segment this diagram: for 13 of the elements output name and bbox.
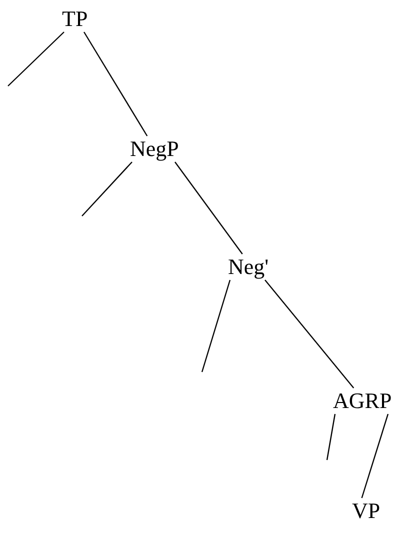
tree-node-label: VP xyxy=(352,498,380,524)
tree-branch xyxy=(201,280,231,372)
tree-branch xyxy=(82,162,132,216)
tree-branch xyxy=(361,414,389,498)
tree-node-label: NegP xyxy=(130,136,179,162)
tree-branch xyxy=(174,162,243,254)
tree-branch xyxy=(8,32,64,86)
tree-node-label: Neg' xyxy=(228,254,269,280)
tree-branch xyxy=(326,414,336,460)
tree-node-label: AGRP xyxy=(333,388,392,414)
tree-branch xyxy=(264,280,354,388)
tree-node-label: TP xyxy=(62,6,88,32)
tree-branch xyxy=(83,32,148,136)
